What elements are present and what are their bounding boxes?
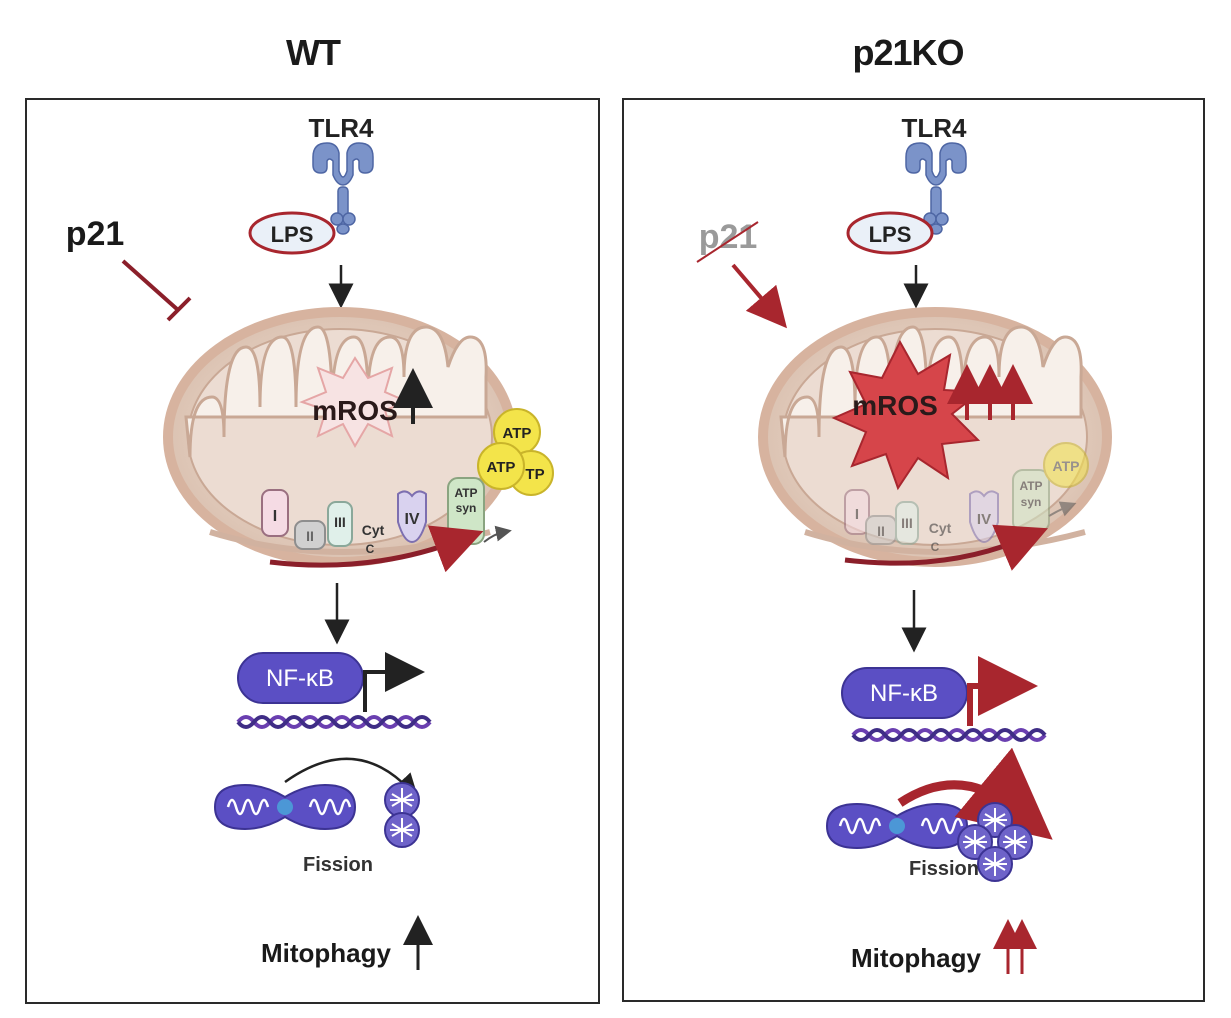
ko-cytc-c-label: C xyxy=(931,540,940,554)
ko-atp-label: ATP xyxy=(1053,458,1080,474)
wt-panel xyxy=(25,98,600,1004)
wt-complex-iii xyxy=(327,501,353,547)
ko-complex-i-label: I xyxy=(855,506,859,523)
wt-complex-i-label: I xyxy=(273,508,277,525)
wt-tlr4-label: TLR4 xyxy=(309,113,375,143)
wt-complex-iii-label: III xyxy=(334,514,346,530)
ko-atp-circle xyxy=(1043,442,1089,488)
wt-atp-label-2: ATP xyxy=(487,459,516,476)
wt-fission-label: Fission xyxy=(303,854,373,876)
wt-cytc-label: Cyt xyxy=(362,522,385,538)
ko-transcription-arrow xyxy=(967,656,1038,726)
ko-complex-ii-label: II xyxy=(877,523,885,539)
wt-atp-label-1: ATP xyxy=(503,425,532,442)
ko-atp-syn-label-1: ATP xyxy=(1019,479,1042,493)
p21ko-diagram: TLR4 LPS p21 mROS I II III Cyt C IV ATP … xyxy=(696,113,1107,974)
wt-nfkb-label: NF-κB xyxy=(266,665,334,692)
ko-lps-label: LPS xyxy=(869,222,912,247)
wt-atp-syn-label-1: ATP xyxy=(454,486,477,500)
ko-complex-iv-label: IV xyxy=(977,511,991,528)
ko-cytc-label: Cyt xyxy=(929,520,952,536)
wt-atp-label-3: TP xyxy=(525,466,544,483)
wt-lps-label: LPS xyxy=(271,222,314,247)
ko-complex-i xyxy=(844,489,870,535)
wt-complex-ii-label: II xyxy=(306,528,314,544)
wt-mitophagy-label: Mitophagy xyxy=(261,938,392,968)
ko-mros-burst-icon xyxy=(831,339,983,491)
wt-dividing-mito-icon xyxy=(213,783,357,831)
ko-small-mito-icon-4 xyxy=(977,846,1013,882)
ko-lps-bubble xyxy=(846,211,934,255)
wt-atp-syn-label-2: syn xyxy=(456,501,477,515)
wt-fission-arrow xyxy=(284,757,419,800)
ko-p21-label: p21 xyxy=(699,218,758,256)
ko-fission-label: Fission xyxy=(909,858,979,880)
wt-atp-output-arrow xyxy=(483,525,512,543)
ko-mitophagy-label: Mitophagy xyxy=(851,943,982,973)
wt-p21-label: p21 xyxy=(66,215,125,253)
ko-fission-arrow xyxy=(897,747,1053,840)
wt-complex-iv-label: IV xyxy=(404,511,419,528)
ko-atp-output-arrow xyxy=(1048,501,1077,517)
ko-proton-gradient-arrow xyxy=(844,524,1049,571)
wt-cytc-c-label: C xyxy=(366,542,375,556)
ko-complex-iv xyxy=(969,490,999,544)
wt-mros-burst-icon xyxy=(299,356,411,449)
ko-mros-label: mROS xyxy=(852,390,938,421)
wt-dna-icon xyxy=(236,715,432,729)
p21ko-panel xyxy=(622,98,1205,1002)
ko-dna-icon xyxy=(851,728,1047,742)
wt-diagram: TLR4 LPS p21 mROS I II III Cyt C IV ATP … xyxy=(66,113,554,970)
wt-p21-inhibit-line xyxy=(121,259,180,312)
wt-complex-i xyxy=(261,489,289,537)
wt-small-mito-icon-1 xyxy=(384,782,420,818)
wt-mros-label: mROS xyxy=(312,395,398,426)
wt-small-mito-icon-2 xyxy=(384,812,420,848)
wt-atp-circle-2 xyxy=(477,442,525,490)
ko-nfkb-label: NF-κB xyxy=(870,680,938,707)
ko-dividing-mito-icon xyxy=(825,802,969,850)
p21ko-title: p21KO xyxy=(852,32,964,73)
ko-p21-loss-arrow xyxy=(731,263,787,329)
wt-p21-inhibit-bar xyxy=(166,296,192,322)
ko-atp-syn-label-2: syn xyxy=(1021,495,1042,509)
ko-tlr4-label: TLR4 xyxy=(902,113,968,143)
ko-complex-iii xyxy=(895,501,919,545)
wt-title: WT xyxy=(286,32,341,73)
wt-transcription-arrow xyxy=(363,652,425,712)
ko-complex-iii-label: III xyxy=(901,515,913,531)
ko-p21-strike-line xyxy=(696,221,759,263)
wt-complex-iv xyxy=(397,490,427,544)
wt-proton-gradient-arrow xyxy=(269,525,484,573)
wt-lps-bubble xyxy=(248,211,336,255)
wt-complex-ii xyxy=(294,520,326,550)
